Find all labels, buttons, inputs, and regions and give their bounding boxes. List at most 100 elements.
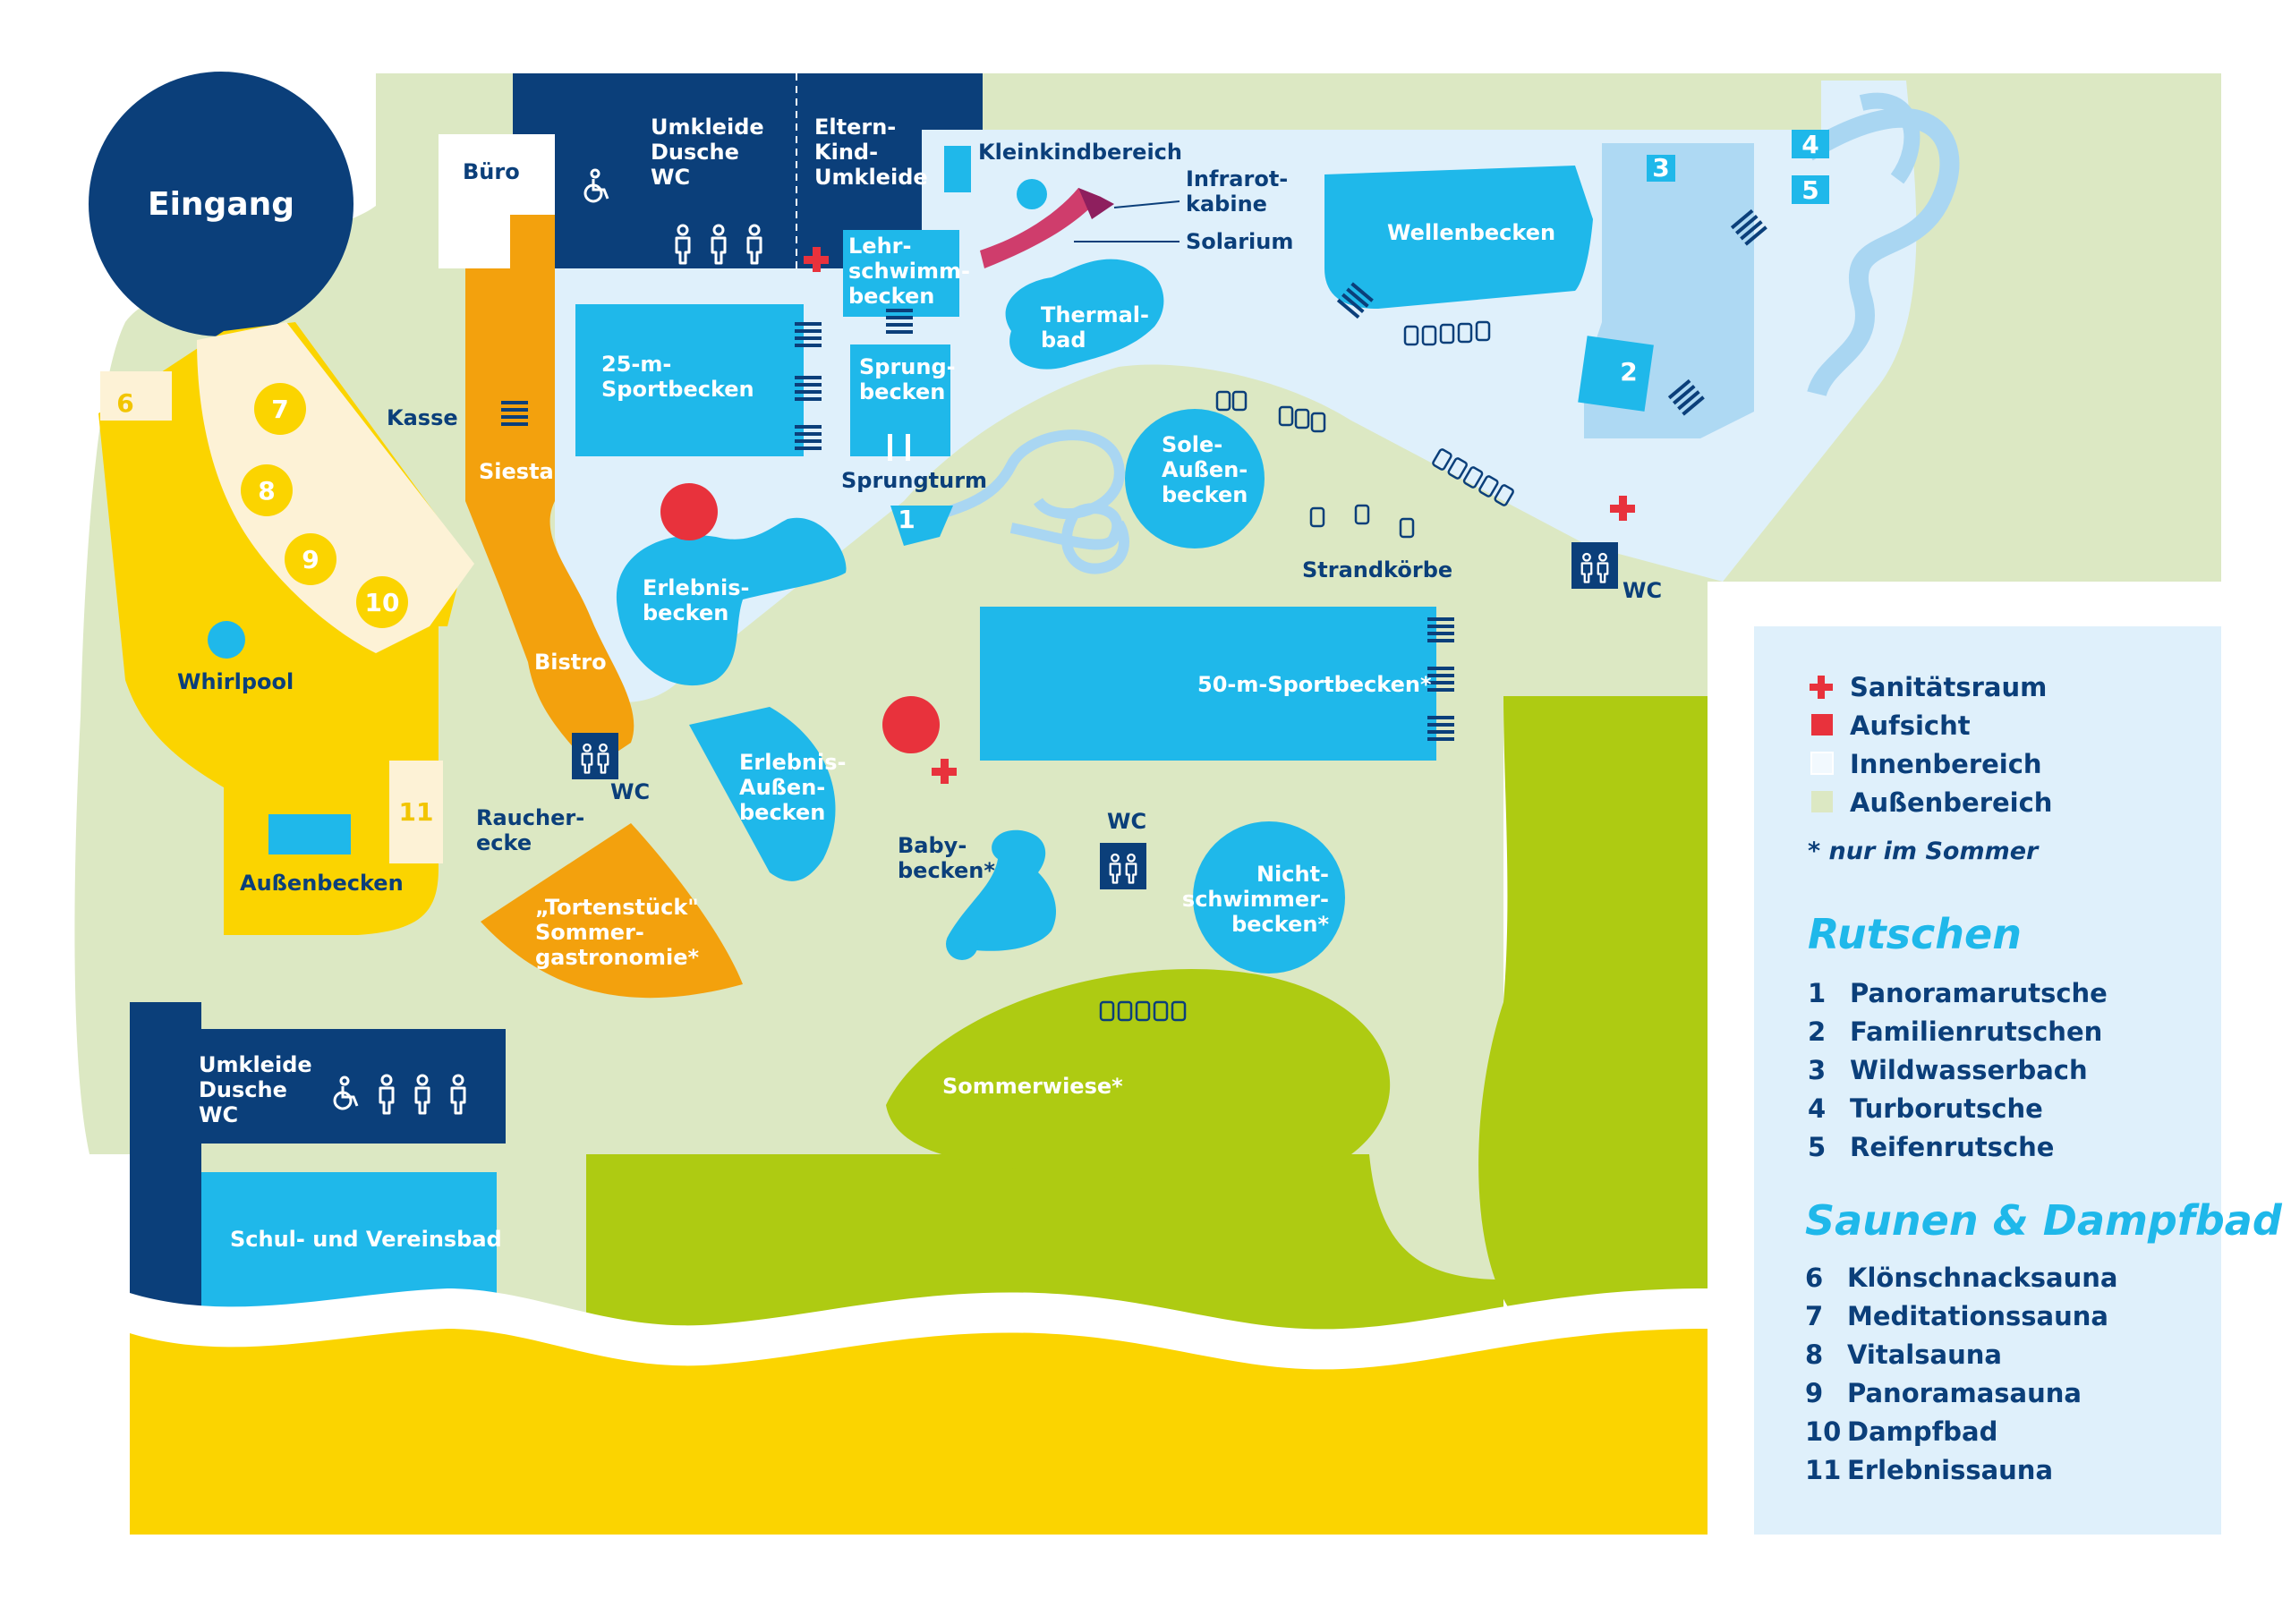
- legend-sauna-num-6: 6: [1805, 1263, 1823, 1293]
- entrance-circle: [89, 72, 353, 336]
- sole-label-1: Sole-: [1162, 432, 1222, 457]
- umkleide-bottom-building: [130, 1002, 506, 1315]
- solarium-label: Solarium: [1186, 229, 1293, 254]
- legend-slide-num-3: 3: [1808, 1055, 1826, 1085]
- babybecken-label-1: Baby-: [898, 833, 967, 858]
- panoramarutsche-track: [902, 429, 1129, 574]
- wc-label-baby: WC: [1107, 809, 1146, 834]
- umkleide-top-label-1: Umkleide: [651, 115, 764, 140]
- sprungbecken: [850, 344, 950, 456]
- wc-label-strand: WC: [1622, 578, 1662, 603]
- legend-red-square-icon: [1811, 714, 1833, 735]
- legend-item-aufsicht: Aufsicht: [1850, 710, 1971, 741]
- entrance-label: Eingang: [148, 186, 294, 223]
- legend-sauna-num-9: 9: [1805, 1378, 1823, 1408]
- erlebnisbecken-label-2: becken: [643, 600, 728, 625]
- sprungbecken-label-2: becken: [859, 379, 945, 404]
- kasse-label: Kasse: [387, 405, 458, 430]
- aufsicht-point-1: [660, 483, 718, 540]
- slide-2-number: 2: [1620, 357, 1637, 387]
- sauna-7-number: 7: [271, 395, 288, 424]
- beach-area: [130, 1329, 1708, 1535]
- sauna-11: [389, 761, 443, 863]
- umkleide-top-label-2: Dusche: [651, 140, 739, 165]
- slide-4-number: 4: [1801, 130, 1818, 159]
- legend-slide-num-4: 4: [1808, 1093, 1826, 1124]
- legend-slide-name-2: Familienrutschen: [1850, 1016, 2102, 1047]
- sportbecken25-label-2: Sportbecken: [601, 377, 754, 402]
- legend-slide-name-4: Turborutsche: [1850, 1093, 2043, 1124]
- whirlpool: [208, 621, 245, 659]
- legend-slide-num-2: 2: [1808, 1016, 1826, 1047]
- raucherecke-label-1: Raucher-: [476, 805, 584, 830]
- raucherecke-label-2: ecke: [476, 830, 532, 855]
- wc-label-bistro: WC: [610, 779, 650, 804]
- sole-label-3: becken: [1162, 482, 1248, 507]
- aussenbecken-pool: [268, 814, 351, 855]
- erlebnis-aussenbecken: [689, 707, 836, 881]
- infrarot-label-2: kabine: [1186, 191, 1267, 217]
- nichtschwimmer-label-1: Nicht-: [1256, 862, 1329, 887]
- legend-slide-name-1: Panoramarutsche: [1850, 978, 2108, 1008]
- lehrschwimmbecken: [843, 230, 959, 317]
- legend-item-aussenbereich: Außenbereich: [1850, 787, 2052, 818]
- aufsicht-point-2: [882, 696, 940, 753]
- infrarot-label-1: Infrarot-: [1186, 166, 1288, 191]
- umkleide-bottom-label-2: Dusche: [199, 1077, 287, 1102]
- legend-pale-green-square-icon: [1811, 791, 1833, 812]
- sole-label-2: Außen-: [1162, 457, 1248, 482]
- sportbecken50-label: 50-m-Sportbecken*: [1197, 672, 1432, 697]
- legend-slides-title: Rutschen: [1808, 910, 2022, 958]
- erlebnisbecken-label-1: Erlebnis-: [643, 575, 749, 600]
- legend-sauna-name-9: Panoramasauna: [1847, 1378, 2082, 1408]
- sommerwiese-label: Sommerwiese*: [942, 1074, 1123, 1099]
- nichtschwimmer-label-3: becken*: [1231, 912, 1329, 937]
- legend-sauna-num-11: 11: [1805, 1455, 1841, 1485]
- eltern-kind-label-1: Eltern-: [814, 115, 896, 140]
- wc-icon-strand: [1571, 542, 1618, 589]
- sanitaetsraum-icon-2: [932, 759, 957, 784]
- thermalbad-label-1: Thermal-: [1041, 302, 1149, 327]
- legend-item-innenbereich: Innenbereich: [1850, 749, 2042, 779]
- wc-icon-baby: [1100, 843, 1146, 889]
- sauna-11-number: 11: [399, 797, 434, 827]
- eltern-kind-label-3: Umkleide: [814, 165, 928, 190]
- legend-sauna-name-10: Dampfbad: [1847, 1416, 1997, 1447]
- familienrutschen-pool: [1578, 336, 1654, 412]
- reifenrutsche-track: [1802, 107, 1960, 397]
- schulbad-label: Schul- und Vereinsbad: [230, 1227, 502, 1252]
- sauna-9-number: 9: [302, 545, 319, 574]
- legend-sauna-num-10: 10: [1805, 1416, 1841, 1447]
- slide-5-number: 5: [1801, 175, 1818, 205]
- slide-1-number: 1: [898, 505, 915, 534]
- kleinkind-pool-round: [1017, 179, 1047, 209]
- eltern-kind-label-2: Kind-: [814, 140, 878, 165]
- umkleide-bottom-label-3: WC: [199, 1102, 238, 1127]
- kleinkind-pool: [944, 146, 971, 192]
- strandkoerbe-label: Strandkörbe: [1302, 557, 1452, 582]
- siesta-bistro-area: [465, 215, 634, 769]
- wc-icon-bistro: [572, 733, 618, 779]
- legend-sauna-num-7: 7: [1805, 1301, 1823, 1331]
- slide-1-pool: [890, 506, 953, 546]
- slide-3-number: 3: [1652, 153, 1669, 183]
- beach-wave-white: [130, 1288, 1708, 1342]
- umkleide-top-building: [513, 73, 983, 268]
- nichtschwimmerbecken: [1193, 821, 1345, 974]
- legend-panel: Sanitätsraum Aufsicht Innenbereich Außen…: [1754, 626, 2283, 1535]
- wellenbecken-label: Wellenbecken: [1387, 220, 1555, 245]
- kleinkindbereich-label: Kleinkindbereich: [978, 140, 1182, 165]
- lehrschwimmbecken-label-2: schwimm-: [848, 259, 970, 284]
- thermalbad: [1005, 259, 1164, 370]
- sprungbecken-label-1: Sprung-: [859, 354, 956, 379]
- siesta-label: Siesta: [479, 459, 554, 484]
- buero-label: Büro: [463, 159, 520, 184]
- sportbecken-25m: [575, 304, 804, 456]
- bistro-label: Bistro: [534, 650, 607, 675]
- babybecken-label-2: becken*: [898, 858, 995, 883]
- whirlpool-label: Whirlpool: [177, 669, 294, 694]
- legend-light-blue-square-icon: [1810, 752, 1834, 775]
- umkleide-bottom-label-1: Umkleide: [199, 1052, 312, 1077]
- lehrschwimmbecken-label-1: Lehr-: [848, 234, 911, 259]
- legend-sauna-name-7: Meditationssauna: [1847, 1301, 2108, 1331]
